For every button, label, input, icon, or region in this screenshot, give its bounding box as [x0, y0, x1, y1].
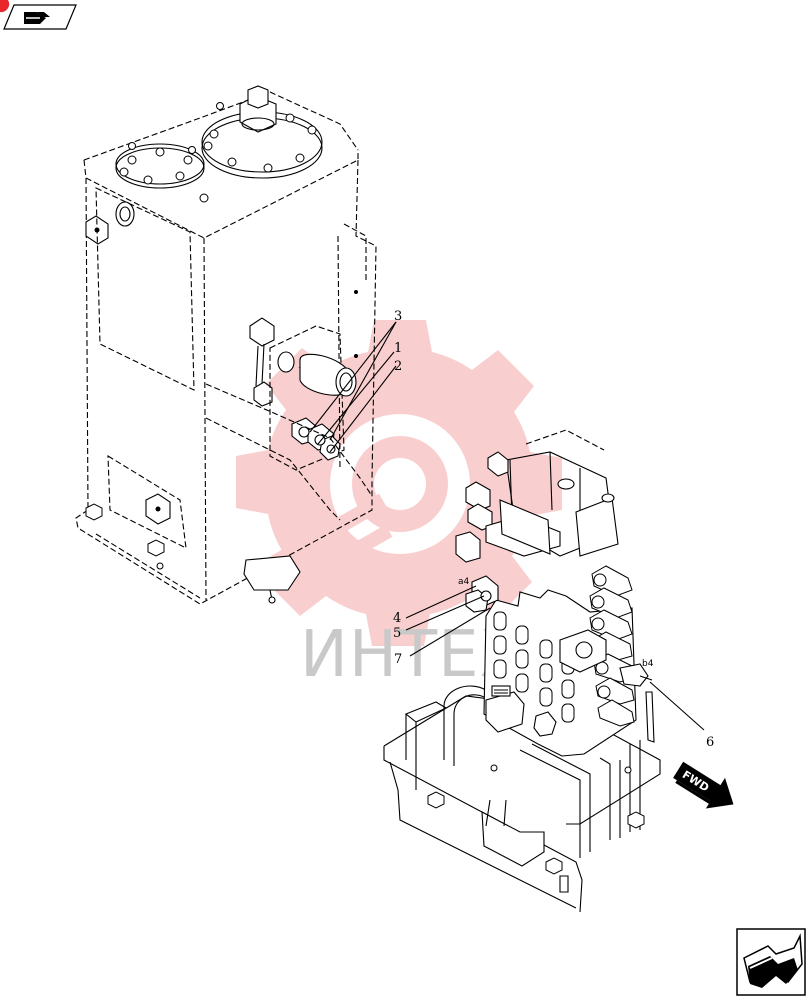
level-gauge [249, 317, 275, 407]
port-label-a4: a4 [458, 577, 470, 587]
valve-port-column [493, 611, 575, 723]
callouts: 3 1 2 4 5 7 6 [393, 309, 714, 750]
callout-5: 5 [393, 626, 401, 641]
callout-2: 2 [394, 359, 402, 374]
callout-6: 6 [706, 735, 714, 750]
fwd-direction-arrow: FWD [673, 761, 734, 809]
hydraulic-tank [75, 85, 377, 605]
tank-small-flange [115, 142, 205, 189]
tank-main-cover [199, 85, 323, 203]
port-label-b4: b4 [642, 659, 654, 669]
callout-3: 3 [394, 309, 402, 324]
next-arrow-icon [736, 928, 806, 996]
watermark-logo [236, 320, 562, 646]
back-button[interactable] [0, 0, 80, 30]
next-button[interactable] [736, 928, 806, 996]
back-arrow-icon [0, 0, 77, 30]
control-valve-assembly [383, 429, 661, 913]
callout-1: 1 [394, 341, 402, 356]
callout-4: 4 [393, 611, 401, 626]
leader-lines [309, 321, 705, 731]
callout-7: 7 [394, 652, 402, 667]
suction-pipe [269, 325, 357, 471]
left-spool-caps [455, 451, 561, 563]
